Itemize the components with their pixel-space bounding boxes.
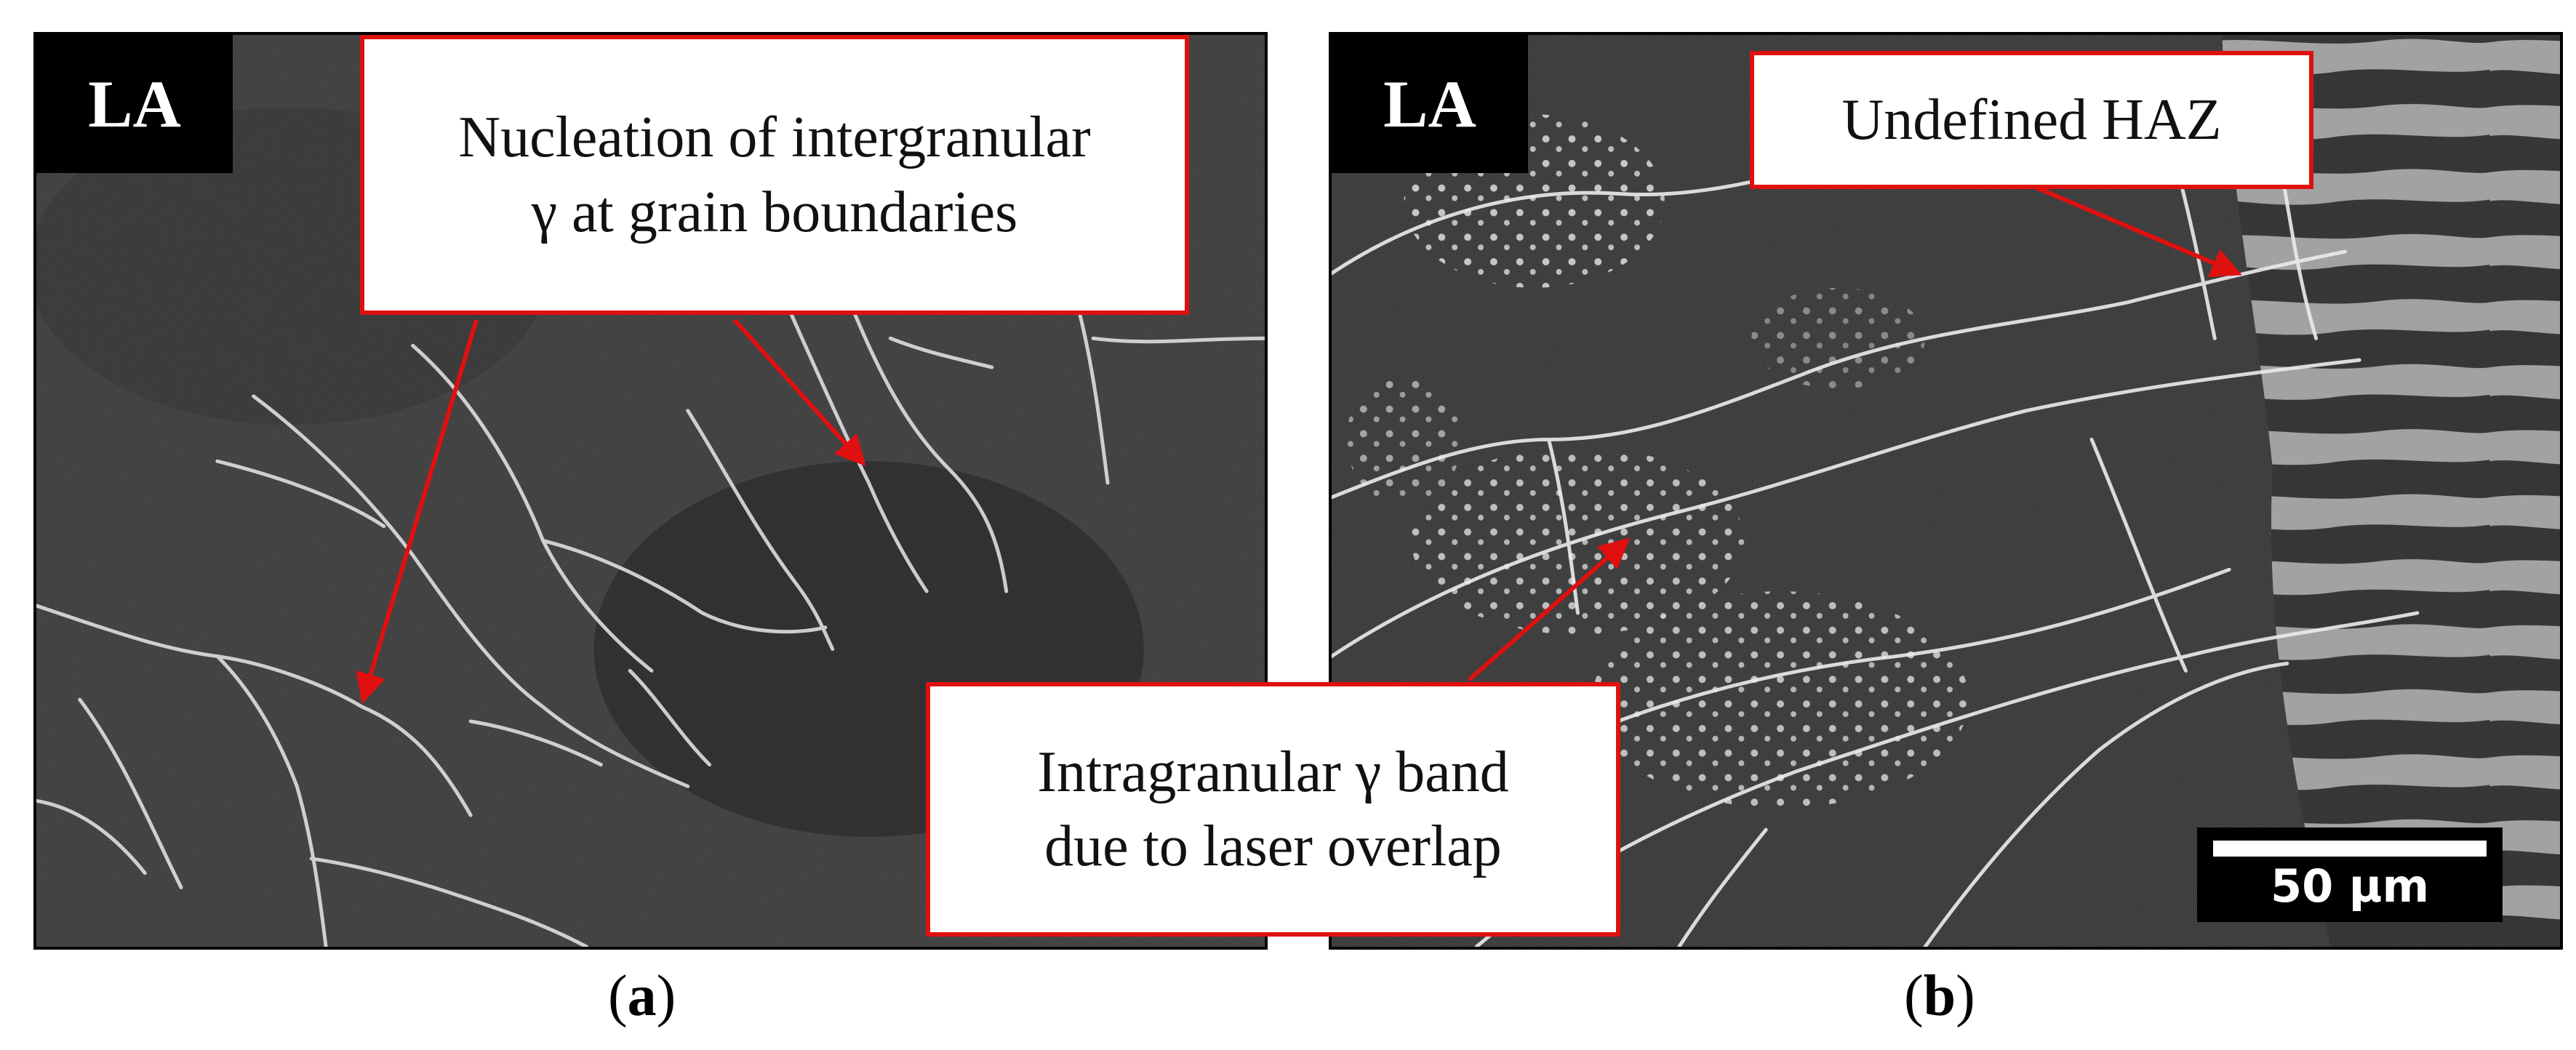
callout-intergranular: Nucleation of intergranular γ at grain b…	[360, 35, 1189, 315]
panel-tag: LA	[1332, 35, 1528, 173]
caption-a: (a)	[608, 964, 676, 1028]
caption-b: (b)	[1904, 964, 1975, 1028]
scale-bar: 50 µm	[2197, 827, 2503, 922]
caption-letter-a: a	[627, 964, 657, 1028]
callout-intragranular-band: Intragranular γ band due to laser overla…	[926, 682, 1620, 937]
micrograph-panel-b: LA Undefined HAZ Intragranular γ band du…	[926, 32, 2563, 950]
callout-line-1: Nucleation of intergranular	[458, 105, 1091, 170]
scale-bar-label: 50 µm	[2270, 859, 2430, 913]
caption-letter-b: b	[1923, 964, 1956, 1028]
callout-undefined-haz: Undefined HAZ	[1750, 51, 2313, 189]
callout-line-2: γ at grain boundaries	[531, 180, 1018, 244]
callout-band-line-2: due to laser overlap	[1044, 814, 1502, 878]
callout-haz-text: Undefined HAZ	[1841, 87, 2222, 152]
panel-tag: LA	[36, 35, 233, 173]
scale-bar-line	[2213, 841, 2487, 857]
callout-band-line-1: Intragranular γ band	[1037, 740, 1509, 804]
